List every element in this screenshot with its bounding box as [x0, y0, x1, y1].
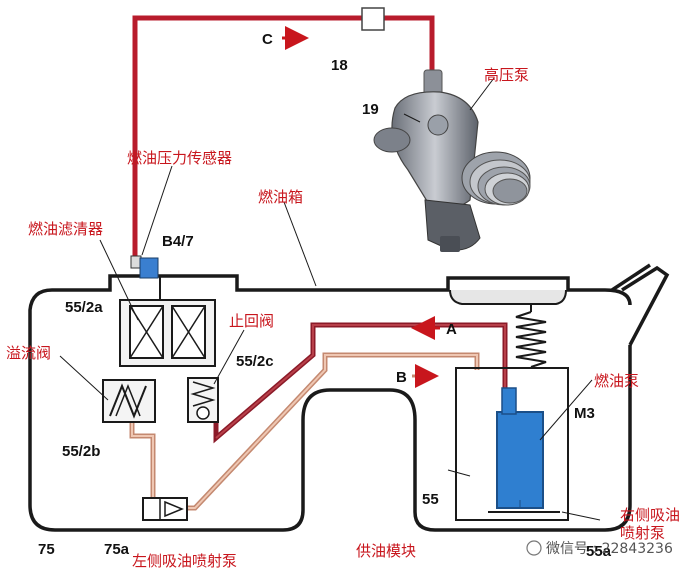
fuel-filter	[119, 276, 216, 367]
high-pressure-pump-illustration	[373, 69, 531, 252]
code-55a: 55a	[586, 543, 612, 560]
label-left-jet-pump: 左侧吸油喷射泵	[132, 552, 237, 570]
code-55-2c: 55/2c	[236, 353, 274, 370]
fuel-pressure-sensor	[130, 255, 159, 279]
code-75: 75	[38, 541, 55, 558]
fuel-pump-m3	[496, 387, 544, 509]
label-fuel-pressure-sensor: 燃油压力传感器	[127, 149, 232, 167]
connector-18	[361, 7, 385, 31]
supply-module	[455, 367, 569, 521]
module-cap	[449, 289, 567, 368]
label-supply-module: 供油模块	[356, 542, 416, 560]
code-b47: B4/7	[162, 233, 194, 250]
code-b: B	[396, 369, 407, 386]
overflow-valve	[102, 379, 156, 423]
code-a: A	[446, 321, 457, 338]
wechat-icon	[526, 540, 542, 556]
fuel-tank	[28, 263, 670, 532]
label-check-valve: 止回阀	[229, 312, 274, 330]
check-valve	[187, 377, 219, 423]
module-spring	[515, 311, 547, 368]
code-m3: M3	[574, 405, 595, 422]
label-fuel-filter: 燃油滤清器	[28, 220, 103, 238]
code-75a: 75a	[104, 541, 130, 558]
label-right-jet-pump-line2: 喷射泵	[620, 524, 665, 542]
code-55-2a: 55/2a	[65, 299, 103, 316]
watermark-text: 微信号 : 22843236	[546, 541, 673, 557]
label-right-jet-pump-line1: 右侧吸油	[620, 506, 680, 524]
label-high-pressure-pump: 高压泵	[484, 66, 529, 84]
label-fuel-pump: 燃油泵	[594, 372, 639, 390]
code-55-2b: 55/2b	[62, 443, 100, 460]
label-fuel-tank: 燃油箱	[258, 188, 303, 206]
label-overflow-valve: 溢流阀	[6, 344, 51, 362]
code-19: 19	[362, 101, 379, 118]
code-55: 55	[422, 491, 439, 508]
high-pressure-line	[132, 15, 508, 444]
return-line	[129, 352, 480, 511]
code-18: 18	[331, 57, 348, 74]
left-jet-pump	[142, 497, 188, 521]
watermark: 微信号 : 22843236	[526, 540, 673, 557]
code-c: C	[262, 31, 273, 48]
leader-lines	[59, 77, 601, 521]
